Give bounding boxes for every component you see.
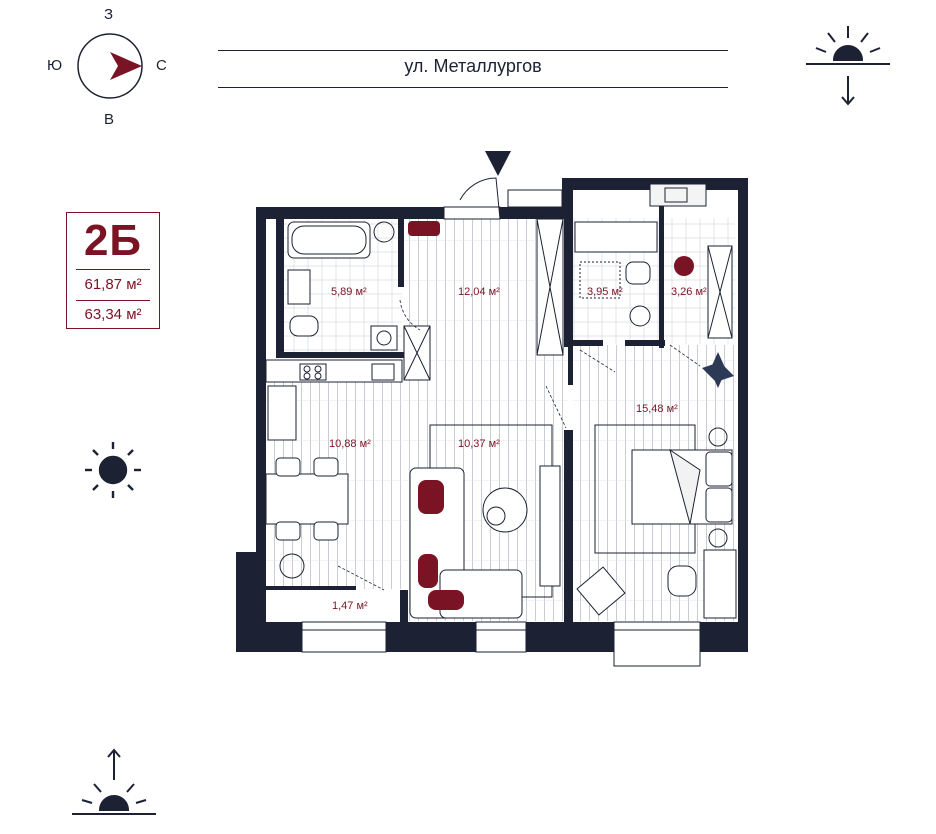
nightstand-lamp [708, 427, 728, 447]
kitchen-plant [279, 553, 305, 579]
wc-toilet [625, 261, 651, 285]
room-area-kitchen: 10,88 м² [329, 438, 371, 450]
street-lines [218, 50, 728, 88]
kitchen-counter [265, 359, 403, 441]
windows [301, 183, 707, 667]
armchair [576, 566, 626, 616]
laundry-rug [579, 261, 621, 299]
room-area-toilet: 3,95 м² [587, 286, 623, 298]
apartment-badge [66, 212, 160, 329]
compass-north-label: З [104, 6, 114, 23]
bedroom-plant [702, 352, 734, 388]
desk-chair [667, 565, 697, 597]
desk [703, 549, 737, 619]
room-area-wardrobe: 3,26 м² [671, 286, 707, 298]
coffee-table-inner [486, 506, 506, 526]
washing-machine-drum [376, 330, 392, 346]
room-area-hall: 12,04 м² [458, 286, 500, 298]
toilet [289, 315, 319, 337]
badge-divider [76, 269, 150, 270]
entrance-arrow-icon [485, 151, 511, 176]
compass-east-label: С [156, 57, 167, 74]
room-area-bedroom: 15,48 м² [636, 403, 678, 415]
compass-west-label: Ю [47, 57, 63, 74]
washing-machine [370, 325, 398, 351]
door-swings [337, 299, 701, 591]
floor [266, 217, 735, 622]
bed [631, 448, 733, 525]
sunrise-icon [806, 26, 890, 106]
tv-stand [539, 465, 561, 587]
wc-sink [629, 305, 651, 327]
laundry-counter [574, 221, 658, 253]
sink [287, 269, 311, 305]
room-area-living: 10,37 м² [458, 438, 500, 450]
apartment-living-area: 61,87 м² [84, 276, 142, 293]
entry-ottoman [408, 221, 440, 236]
sun-icon [85, 442, 141, 498]
street-name: ул. Металлургов [404, 56, 542, 76]
sofa-cushions [418, 480, 464, 610]
compass-south-label: В [104, 111, 115, 128]
storage-cabinet [403, 218, 564, 381]
sunset-icon [72, 748, 156, 815]
dining-table [265, 457, 349, 541]
compass-icon [77, 33, 143, 99]
badge-divider [76, 300, 150, 301]
nightstand-lamp-2 [708, 528, 728, 548]
room-area-balcony: 1,47 м² [332, 600, 368, 612]
entrance-door-swing [459, 177, 501, 220]
spiral-stool [674, 256, 694, 276]
room-area-bathroom: 5,89 м² [331, 286, 367, 298]
bathtub [287, 221, 371, 259]
apartment-total-area: 63,34 м² [84, 306, 142, 323]
shower-drain-icon [373, 221, 395, 243]
apartment-code: 2Б [83, 216, 143, 265]
coffee-table [482, 487, 528, 533]
wardrobe-shelves [707, 245, 733, 339]
